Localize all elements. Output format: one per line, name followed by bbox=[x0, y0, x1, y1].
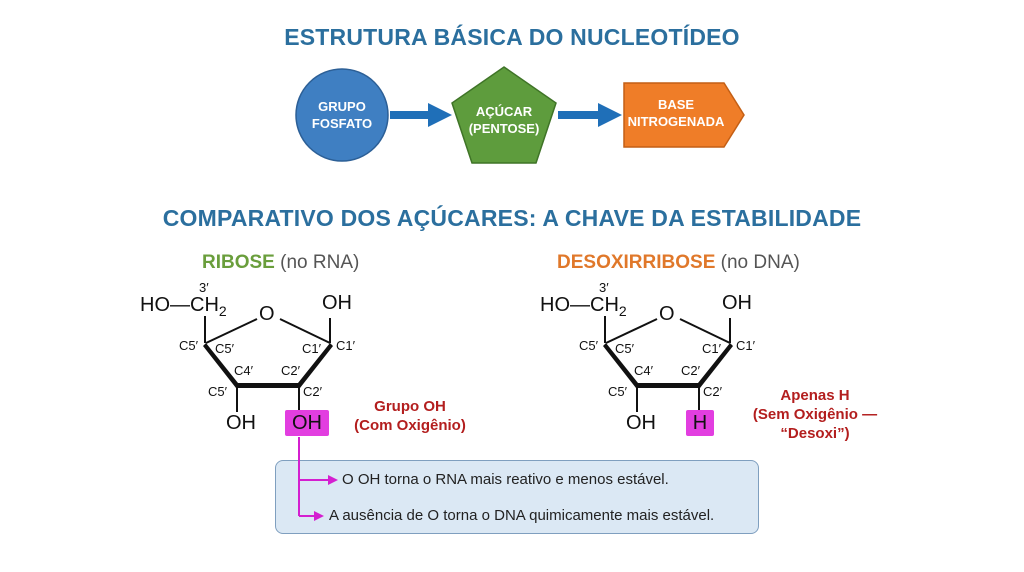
ribose-bottom-oh: OH bbox=[226, 412, 256, 434]
ribose-note-line1: Grupo OH bbox=[374, 398, 446, 415]
base-label-line2: NITROGENADA bbox=[627, 114, 725, 129]
ribose-c2-lower: C2′ bbox=[303, 384, 323, 399]
deoxyribose-note-line2: (Sem Oxigênio — bbox=[752, 406, 878, 423]
phosphate-circle bbox=[295, 68, 389, 162]
phosphate-label-line2: FOSFATO bbox=[311, 116, 373, 131]
deoxyribose-c4: C4′ bbox=[634, 363, 654, 378]
ribose-ho-ch2: HO—CH2 bbox=[140, 294, 227, 319]
deoxyribose-c5-outer: C5′ bbox=[579, 338, 599, 353]
deoxyribose-c1-outer: C1′ bbox=[736, 338, 756, 353]
phosphate-label: GRUPO FOSFATO bbox=[296, 98, 388, 132]
ribose-note-line2: (Com Oxigênio) bbox=[354, 417, 466, 434]
ribose-oh-highlight: OH bbox=[285, 410, 329, 436]
ribose-c1-inner: C1′ bbox=[302, 341, 322, 356]
ribose-context: (no RNA) bbox=[280, 252, 360, 273]
deoxyribose-name: DESOXIRRIBOSE bbox=[557, 252, 716, 273]
ribose-heading: RIBOSE (no RNA) bbox=[202, 252, 359, 274]
deoxyribose-heading: DESOXIRRIBOSE (no DNA) bbox=[557, 252, 800, 274]
comparison-title: COMPARATIVO DOS AÇÚCARES: A CHAVE DA EST… bbox=[162, 205, 862, 231]
deoxyribose-note-line3: “Desoxi”) bbox=[780, 425, 850, 442]
base-arrow-shape bbox=[623, 82, 745, 148]
deoxyribose-c2-lower: C2′ bbox=[703, 384, 723, 399]
deoxyribose-3prime: 3′ bbox=[599, 280, 609, 295]
deoxyribose-context: (no DNA) bbox=[720, 252, 800, 273]
base-label-line1: BASE bbox=[657, 97, 695, 112]
ribose-c1-outer: C1′ bbox=[336, 338, 356, 353]
deoxyribose-ch: CH bbox=[590, 294, 619, 316]
ribose-note: Grupo OH (Com Oxigênio) bbox=[340, 397, 480, 435]
page-title: ESTRUTURA BÁSICA DO NUCLEOTÍDEO bbox=[284, 24, 740, 50]
deoxyribose-ho: HO bbox=[540, 294, 570, 316]
ribose-3prime: 3′ bbox=[199, 280, 209, 295]
pentagon-sugar bbox=[451, 66, 557, 164]
ribose-top-oh: OH bbox=[322, 292, 352, 314]
info-line-dna: A ausência de O torna o DNA quimicamente… bbox=[329, 507, 715, 524]
ribose-ho: HO bbox=[140, 294, 170, 316]
ribose-c5-inner: C5′ bbox=[215, 341, 235, 356]
ribose-c2-inner: C2′ bbox=[281, 363, 301, 378]
ribose-sub2: 2 bbox=[218, 303, 227, 319]
ribose-oxygen: O bbox=[259, 303, 275, 325]
deoxyribose-note-line1: Apenas H bbox=[780, 387, 850, 404]
phosphate-label-line1: GRUPO bbox=[318, 99, 366, 114]
ribose-ch: CH bbox=[190, 294, 219, 316]
ribose-name: RIBOSE bbox=[202, 252, 275, 273]
deoxyribose-note: Apenas H (Sem Oxigênio — “Desoxi”) bbox=[730, 386, 900, 443]
info-box bbox=[275, 460, 759, 534]
deoxyribose-c1-inner: C1′ bbox=[702, 341, 722, 356]
deoxyribose-c2-inner: C2′ bbox=[681, 363, 701, 378]
deoxyribose-bottom-oh: OH bbox=[626, 412, 656, 434]
base-label: BASE NITROGENADA bbox=[620, 96, 732, 130]
info-line-rna: O OH torna o RNA mais reativo e menos es… bbox=[342, 471, 669, 488]
ribose-ring bbox=[203, 316, 333, 412]
sugar-label-line1: AÇÚCAR bbox=[475, 104, 533, 119]
deoxyribose-h-highlight: H bbox=[686, 410, 714, 436]
sugar-label: AÇÚCAR (PENTOSE) bbox=[456, 103, 552, 137]
deoxyribose-c5-inner: C5′ bbox=[615, 341, 635, 356]
sugar-label-line2: (PENTOSE) bbox=[468, 121, 540, 136]
deoxyribose-ring bbox=[603, 316, 733, 412]
ribose-c4: C4′ bbox=[234, 363, 254, 378]
deoxyribose-top-oh: OH bbox=[722, 292, 752, 314]
deoxyribose-sub2: 2 bbox=[618, 303, 627, 319]
ribose-c5-outer: C5′ bbox=[179, 338, 199, 353]
deoxyribose-c5-lower: C5′ bbox=[608, 384, 628, 399]
deoxyribose-oxygen: O bbox=[659, 303, 675, 325]
deoxyribose-ho-ch2: HO—CH2 bbox=[540, 294, 627, 319]
ribose-c5-lower: C5′ bbox=[208, 384, 228, 399]
